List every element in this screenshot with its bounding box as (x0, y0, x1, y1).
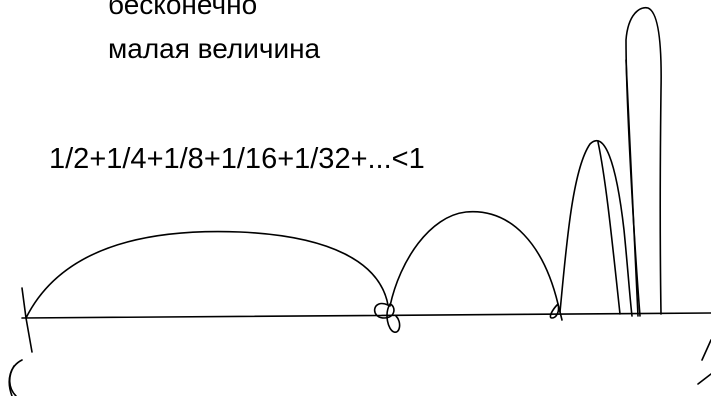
series-formula: 1/2+1/4+1/8+1/16+1/32+...<1 (49, 143, 425, 175)
arc-sixteenth-stroke (625, 59, 639, 317)
arc-eighth-inner (597, 141, 621, 315)
junction-loop-2 (549, 303, 563, 321)
corner-scribble-right (697, 339, 711, 385)
caption-line-1: бесконечно (108, 0, 258, 20)
arc-eighth (559, 139, 633, 317)
start-tick (21, 287, 33, 353)
number-line (21, 312, 711, 319)
junction-loop-1 (373, 302, 401, 333)
corner-scribble-left-2 (8, 365, 17, 396)
caption-line-2: малая величина (108, 33, 321, 64)
arc-half (25, 230, 389, 319)
arc-quarter (389, 211, 559, 307)
